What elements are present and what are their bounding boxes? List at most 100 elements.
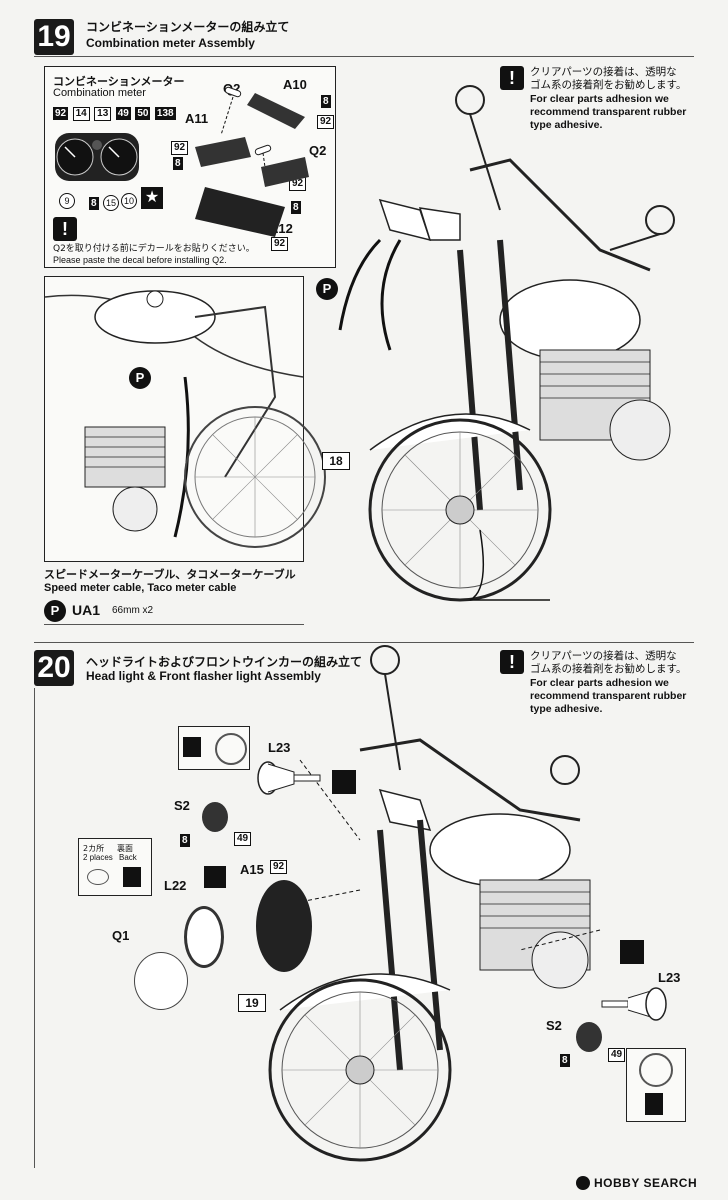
color-code: 10: [121, 193, 137, 209]
step20-note-ja-2: ゴム系の接着剤をお勧めします。: [530, 663, 687, 675]
motorcycle-step20-illustration: [259, 645, 601, 1162]
places-en: 2 places: [83, 853, 113, 862]
step-number-20: 20: [34, 650, 74, 686]
color-code: 13: [94, 107, 112, 121]
part-label-q2-right: Q2: [309, 143, 327, 158]
lens-icon: [215, 733, 247, 765]
cable-part-number: UA1: [72, 602, 101, 618]
cable-routing-illustration: [44, 290, 326, 548]
step-ref-19: 19: [238, 994, 266, 1012]
color-code: 50: [135, 107, 151, 120]
headlight-rim: [184, 906, 224, 968]
flasher-lens-left: [202, 802, 228, 832]
glue-icon: [332, 770, 356, 794]
part-label-l23-right: L23: [658, 970, 681, 985]
color-code: 92: [317, 115, 335, 129]
decal-note-en: Please paste the decal before installing…: [53, 255, 227, 265]
step19-rule: [34, 56, 694, 57]
color-code: 138: [154, 107, 176, 120]
color-code: 8: [89, 197, 99, 210]
part-label-l23: L23: [268, 740, 291, 755]
step-number-19: 19: [34, 19, 74, 55]
part-label-s2-right: S2: [546, 1018, 562, 1033]
color-code: 8: [291, 201, 301, 214]
part-label-s2: S2: [174, 798, 190, 813]
cable-label-en: Speed meter cable, Taco meter cable: [44, 582, 237, 594]
step20-top-rule: [34, 642, 694, 643]
color-code: 9: [59, 193, 75, 209]
meter-box-title-en: Combination meter: [53, 87, 146, 99]
color-code: 8: [180, 834, 190, 847]
watermark: HOBBY SEARCH: [594, 1176, 698, 1190]
color-code: 15: [103, 195, 120, 211]
adhesive-warning-icon: !: [500, 66, 524, 90]
glue-icon: [620, 940, 644, 964]
step20-title-ja: ヘッドライトおよびフロントウインカーの組み立て: [86, 655, 363, 669]
color-code: 92: [270, 860, 288, 874]
step20-note-en-2: recommend transparent rubber: [530, 690, 687, 702]
step19-note-en-2: recommend transparent rubber: [530, 106, 687, 118]
step19-note-ja-1: クリアパーツの接着は、透明な: [530, 66, 677, 78]
part-label-a15: A15: [240, 862, 264, 877]
step20-side-rule: [34, 688, 35, 1168]
color-code: 92: [53, 107, 69, 120]
part-label-a11: A11: [185, 111, 209, 126]
lens-icon: [639, 1053, 673, 1087]
meter-gauges-illustration: [55, 133, 139, 181]
color-code: 92: [171, 141, 189, 155]
step20-title-en: Head light & Front flasher light Assembl…: [86, 669, 321, 683]
color-code: 8: [173, 157, 183, 170]
lens-rim-icon: [87, 869, 109, 885]
cable-part-marker-p: P: [44, 600, 66, 622]
step19-title-ja: コンビネーションメーターの組み立て: [86, 20, 290, 34]
cable-detail-box: P: [44, 276, 326, 562]
step19-note-en-3: type adhesive.: [530, 119, 603, 131]
flasher-lens-right: [576, 1022, 602, 1052]
decal-note-ja: Q2を取り付ける前にデカールをお貼りください。: [53, 244, 255, 254]
warning-icon: !: [53, 217, 77, 241]
step19-note-en-1: For clear parts adhesion we: [530, 93, 669, 105]
headlight-lens: [134, 952, 188, 1010]
color-code: 92: [271, 237, 289, 251]
flasher-body-left: [257, 761, 321, 795]
meter-color-codes: 92 14 13 49 50 138: [53, 103, 176, 121]
meter-box-title-ja: コンビネーションメーター: [53, 75, 185, 88]
cable-size: 66mm x2: [112, 605, 154, 616]
headlight-back-callout: 2カ所 2 places 裏面 Back: [78, 838, 152, 896]
step19-note-ja-2: ゴム系の接着剤をお勧めします。: [530, 79, 687, 91]
clear-lens-callout-right: [626, 1048, 686, 1122]
color-code-pair: 8 15: [89, 193, 120, 211]
color-code: 49: [608, 1048, 626, 1062]
color-code: 14: [72, 107, 90, 121]
step20-note-en-3: type adhesive.: [530, 703, 603, 715]
color-code: 49: [234, 832, 252, 846]
adhesive-icon: [183, 737, 201, 757]
cable-part-marker-p: P: [129, 367, 151, 389]
part-label-l22: L22: [164, 878, 187, 893]
adhesive-warning-icon: !: [500, 650, 524, 674]
cable-rule: [44, 624, 304, 625]
star-icon: ★: [141, 187, 163, 209]
color-code: 8: [560, 1054, 570, 1067]
part-label-a10: A10: [283, 77, 307, 92]
adhesive-icon: [645, 1093, 663, 1115]
meter-detail-box: コンビネーションメーター Combination meter 92 14 13 …: [44, 66, 336, 268]
back-ja: 裏面: [117, 844, 133, 853]
cable-part-marker-p: P: [316, 278, 338, 300]
hobbysearch-logo-icon: [576, 1176, 590, 1190]
step-ref-18: 18: [322, 452, 350, 470]
color-code: 8: [321, 95, 331, 108]
color-code: 49: [115, 107, 131, 120]
flasher-body-right: [601, 987, 667, 1021]
step20-note-ja-1: クリアパーツの接着は、透明な: [530, 650, 677, 662]
back-en: Back: [119, 853, 137, 862]
glue-icon: [204, 866, 226, 888]
part-label-q1: Q1: [112, 928, 130, 943]
step20-note-en-1: For clear parts adhesion we: [530, 677, 669, 689]
adhesive-icon: [123, 867, 141, 887]
cable-label-ja: スピードメーターケーブル、タコメーターケーブル: [44, 568, 296, 581]
meter-exploded-parts: [195, 86, 309, 237]
headlight-housing: [256, 880, 312, 972]
clear-lens-callout: [178, 726, 250, 770]
motorcycle-step19-illustration: [338, 85, 675, 602]
